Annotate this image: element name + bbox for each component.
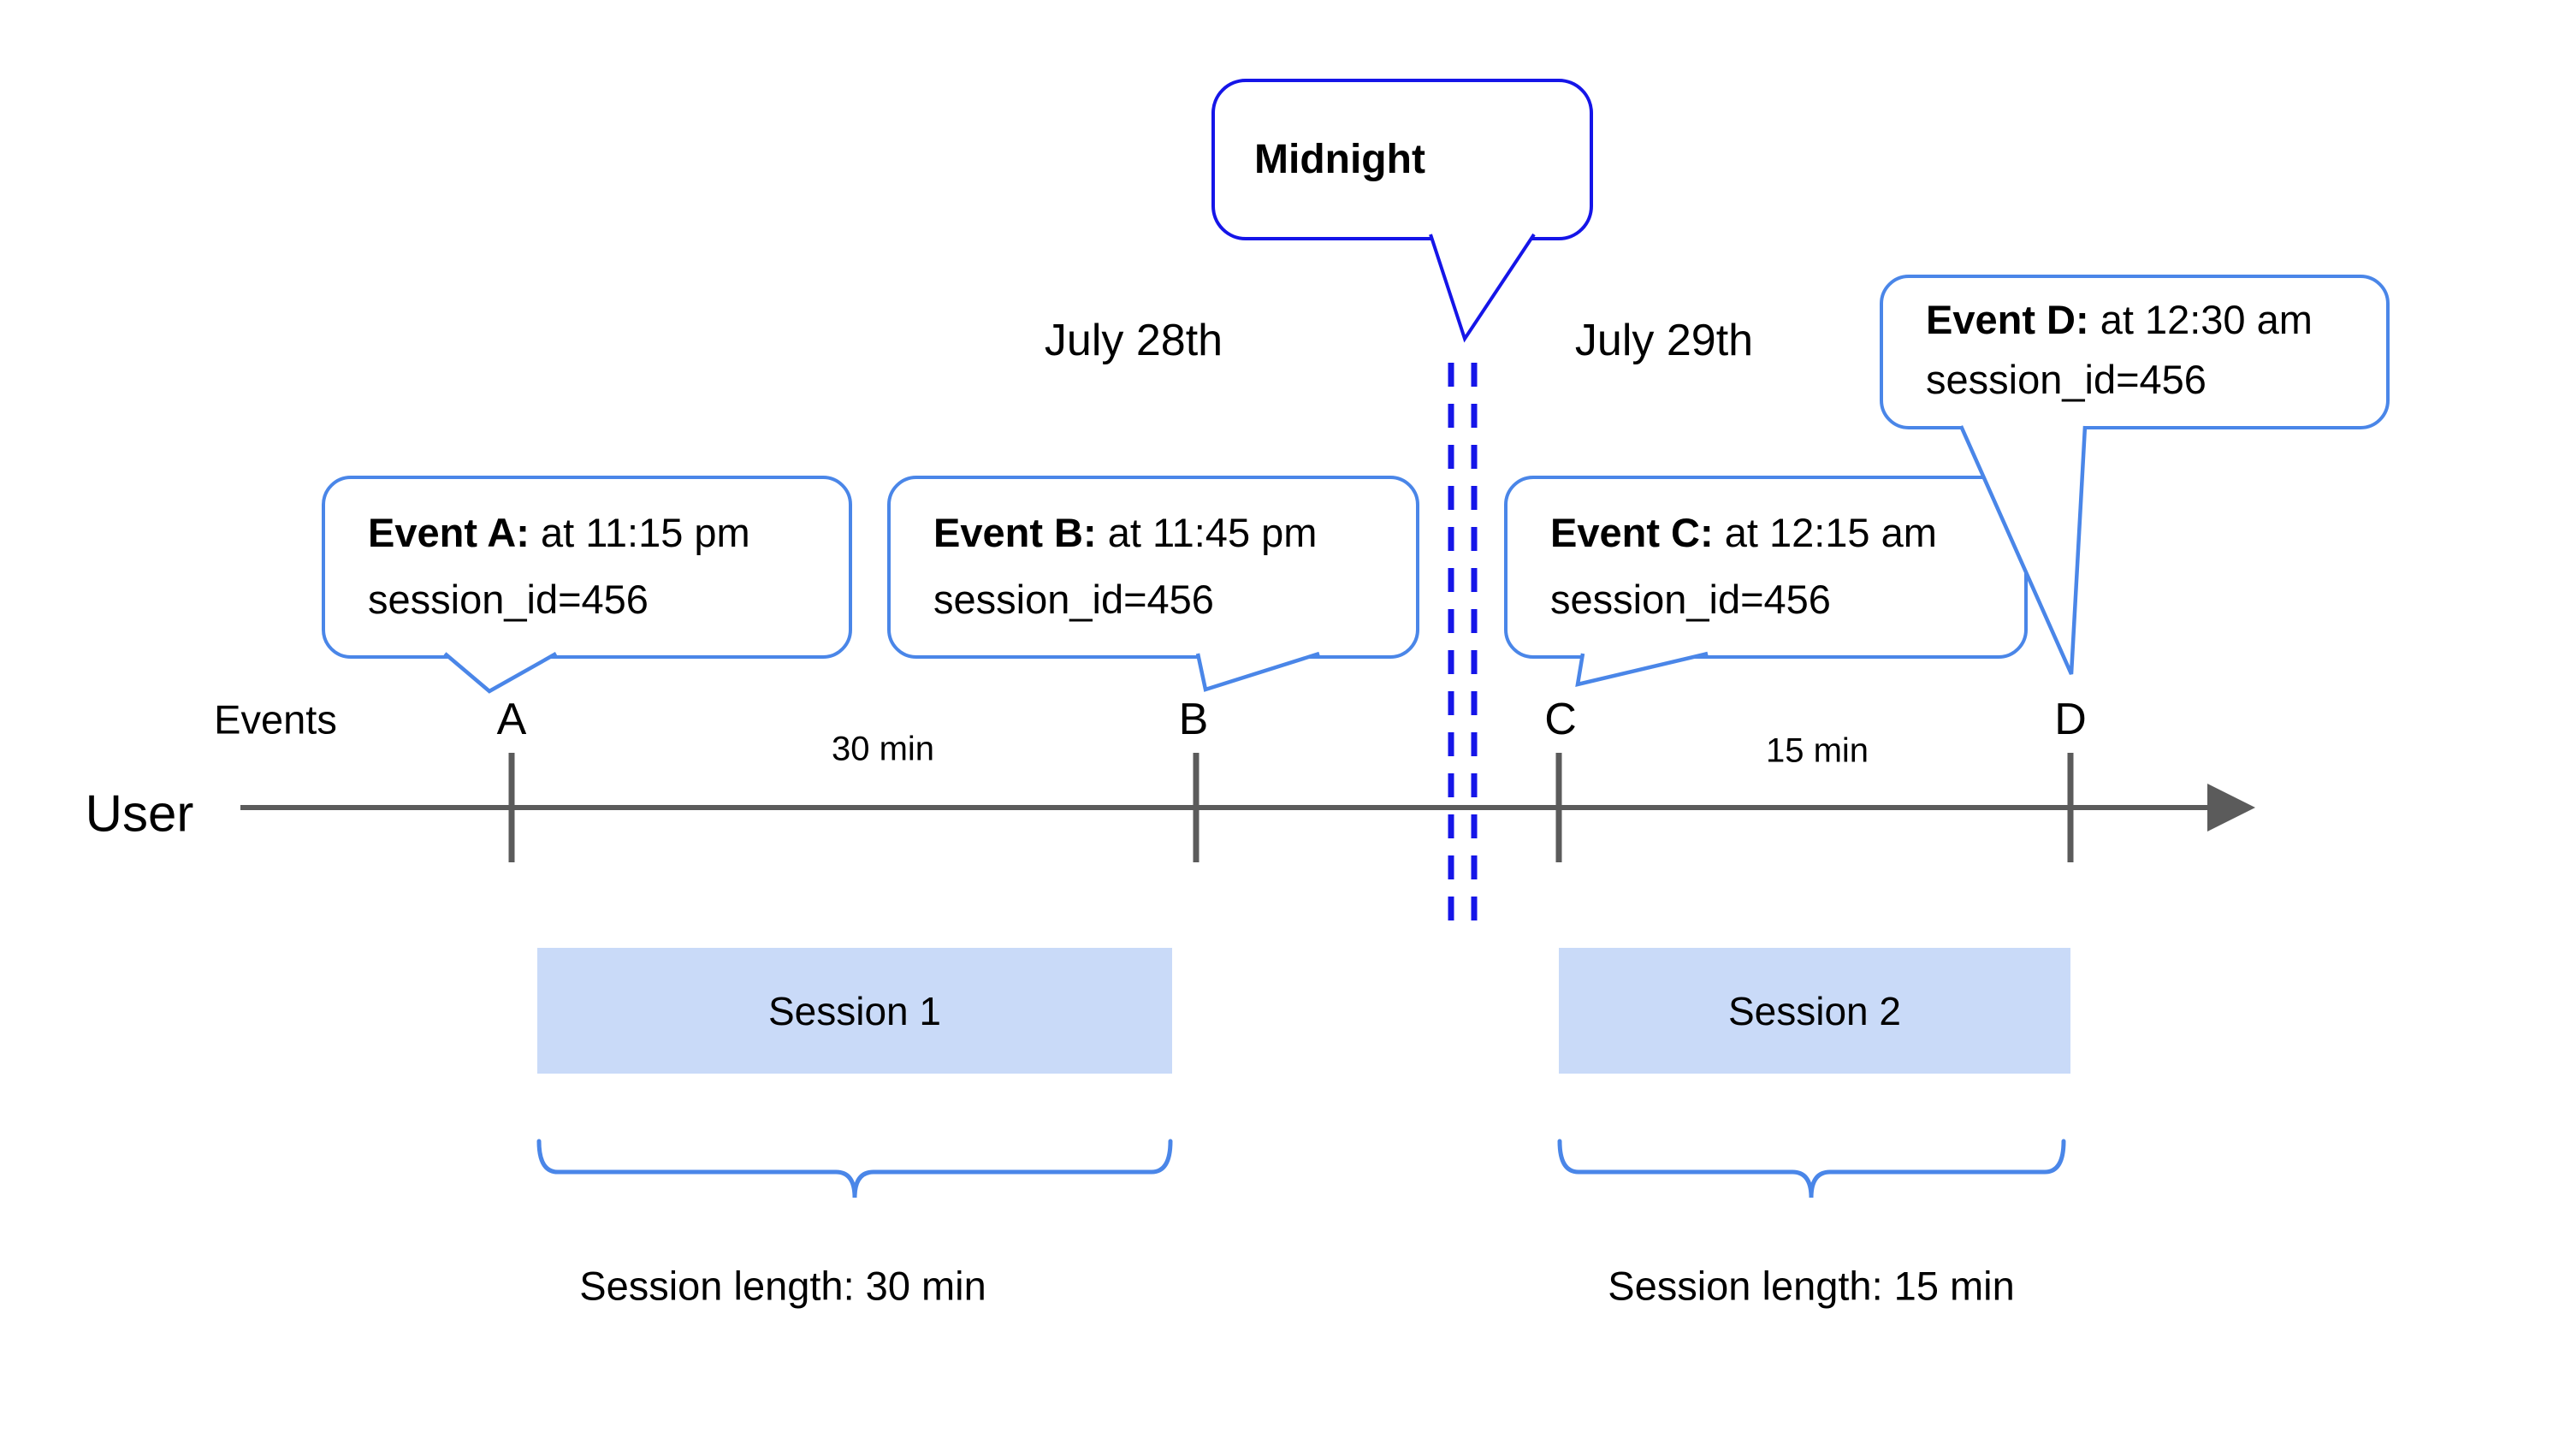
event-d-line1: Event D: at 12:30 am	[1926, 290, 2386, 350]
event-d-title: Event D:	[1926, 297, 2089, 342]
user-axis-label: User	[85, 784, 194, 843]
event-d-callout: Event D: at 12:30 am session_id=456	[1880, 275, 2390, 429]
session1-label: Session 1	[767, 988, 941, 1033]
session2-brace	[1557, 1139, 2066, 1199]
gap-ab-label: 30 min	[831, 730, 935, 768]
event-b-callout-tail	[1195, 651, 1320, 692]
event-a-time: at 11:15 pm	[529, 510, 750, 555]
event-b-line1: Event B: at 11:45 pm	[933, 500, 1416, 566]
session2-label: Session 2	[1727, 988, 1901, 1033]
marker-c: C	[1544, 695, 1577, 744]
marker-d: D	[2054, 695, 2087, 744]
midnight-callout-tail	[1429, 233, 1536, 343]
event-a-line1: Event A: at 11:15 pm	[368, 500, 849, 566]
event-c-line1: Event C: at 12:15 am	[1550, 500, 2024, 566]
event-b-callout: Event B: at 11:45 pm session_id=456	[887, 476, 1419, 659]
event-b-session: session_id=456	[933, 577, 1214, 622]
event-c-callout: Event C: at 12:15 am session_id=456	[1504, 476, 2028, 659]
event-d-session: session_id=456	[1926, 357, 2206, 402]
date-july-28: July 28th	[1044, 316, 1223, 365]
event-c-time: at 12:15 am	[1713, 510, 1937, 555]
session1-brace	[536, 1139, 1173, 1199]
session2-box: Session 2	[1559, 948, 2070, 1074]
event-c-session: session_id=456	[1550, 577, 1831, 622]
event-d-time: at 12:30 am	[2088, 297, 2313, 342]
event-b-title: Event B:	[933, 510, 1097, 555]
marker-b: B	[1178, 695, 1209, 744]
event-a-title: Event A:	[368, 510, 530, 555]
axis-arrowhead-icon	[2207, 784, 2255, 832]
event-a-session: session_id=456	[368, 577, 649, 622]
session2-length-label: Session length: 15 min	[1608, 1263, 2015, 1309]
event-b-time: at 11:45 pm	[1096, 510, 1318, 555]
event-c-title: Event C:	[1550, 510, 1714, 555]
midnight-callout: Midnight	[1211, 79, 1593, 240]
gap-cd-label: 15 min	[1765, 731, 1869, 770]
marker-a: A	[496, 695, 527, 744]
events-row-label: Events	[214, 696, 337, 743]
event-a-callout-tail	[443, 652, 558, 694]
event-a-callout: Event A: at 11:15 pm session_id=456	[322, 476, 852, 659]
date-july-29: July 29th	[1574, 316, 1754, 365]
session1-box: Session 1	[537, 948, 1172, 1074]
midnight-label: Midnight	[1254, 137, 1425, 182]
session1-length-label: Session length: 30 min	[579, 1263, 986, 1309]
